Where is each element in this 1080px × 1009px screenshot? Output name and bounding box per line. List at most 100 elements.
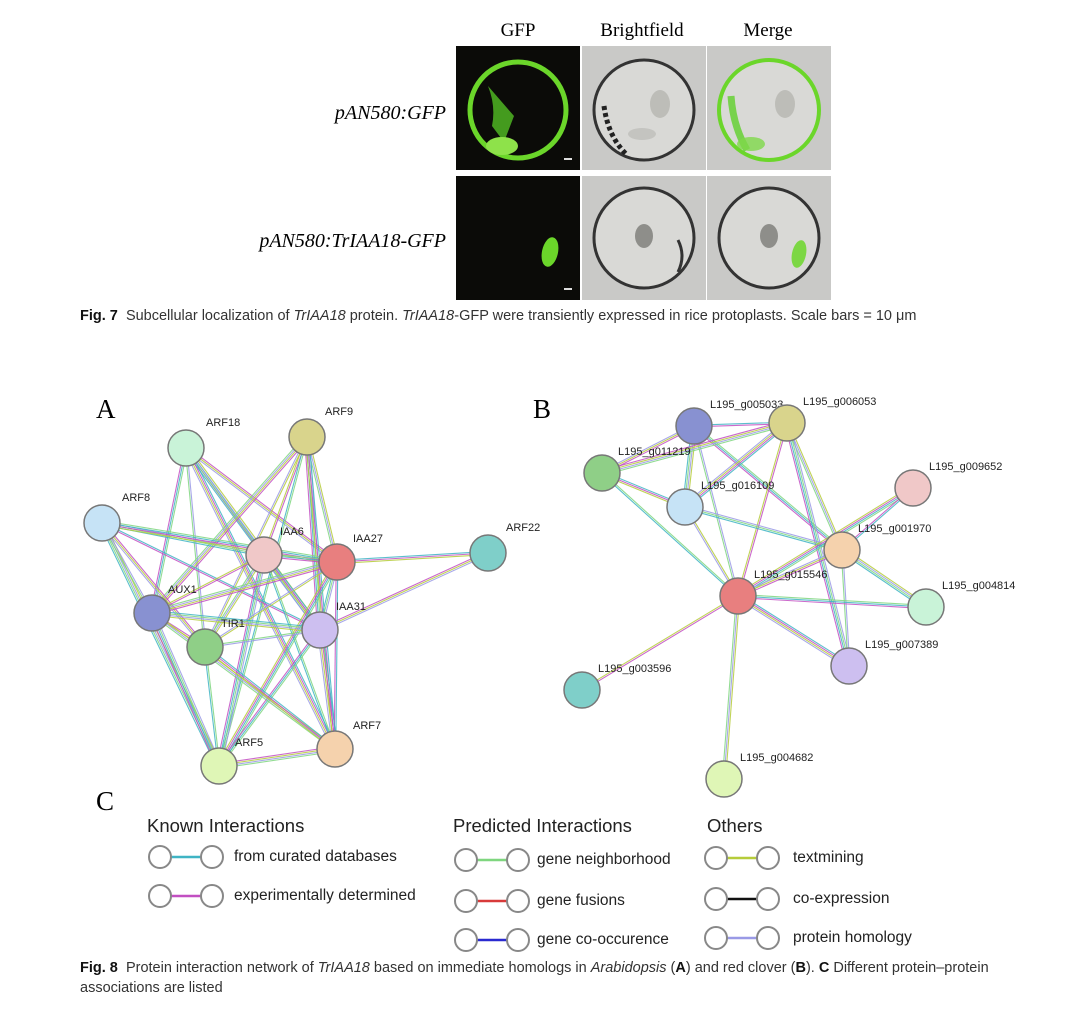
legend-node-swatch bbox=[704, 887, 728, 911]
legend-swatches bbox=[148, 845, 780, 952]
interaction-edge bbox=[721, 595, 737, 779]
interaction-edge bbox=[683, 420, 786, 506]
protein-node-label: L195_g004814 bbox=[942, 580, 1015, 592]
fig8-caption-gene: TrIAA18 bbox=[317, 960, 370, 976]
interaction-edge bbox=[842, 549, 851, 666]
legend-label-protein-homology: protein homology bbox=[793, 929, 912, 946]
protein-node bbox=[768, 404, 806, 442]
panel-letter-c: C bbox=[96, 786, 115, 816]
legend-group-title-predicted: Predicted Interactions bbox=[453, 815, 632, 836]
interaction-edge bbox=[737, 597, 926, 610]
interaction-edge bbox=[738, 593, 927, 606]
interaction-edge bbox=[150, 613, 219, 767]
interaction-edge bbox=[100, 523, 205, 649]
interaction-edge bbox=[150, 613, 335, 751]
fig7-caption-gene: TrIAA18 bbox=[402, 308, 455, 324]
interaction-edge bbox=[204, 646, 336, 750]
protein-node-label: TIR1 bbox=[221, 618, 245, 630]
interaction-edge bbox=[152, 563, 338, 616]
legend-node-swatch bbox=[148, 884, 172, 908]
protein-node bbox=[907, 588, 945, 626]
fig7-caption-label: Fig. 7 bbox=[80, 308, 118, 324]
network-panel-a: ARF18ARF9ARF8IAA6IAA27ARF22AUX1TIR1IAA31… bbox=[83, 406, 540, 785]
interaction-edge bbox=[694, 425, 740, 596]
interaction-edge bbox=[785, 423, 842, 551]
interaction-edge bbox=[738, 594, 850, 666]
protein-node-label: L195_g009652 bbox=[929, 461, 1002, 473]
fig8-caption-species: Arabidopsis bbox=[590, 960, 667, 976]
micrograph-gfp-triaa18 bbox=[456, 176, 580, 300]
interaction-edge bbox=[102, 521, 207, 647]
interaction-edge bbox=[320, 629, 337, 749]
protein-node bbox=[186, 628, 224, 666]
legend-node-swatch bbox=[506, 848, 530, 872]
interaction-edge bbox=[694, 424, 844, 550]
protein-node bbox=[133, 594, 171, 632]
interaction-edge bbox=[102, 521, 338, 562]
interaction-edge bbox=[320, 553, 489, 632]
interaction-edge bbox=[218, 746, 335, 765]
interaction-edge bbox=[152, 610, 321, 629]
protein-node-label: L195_g001970 bbox=[858, 523, 931, 535]
legend-node-swatch bbox=[756, 887, 780, 911]
protein-node-label: ARF18 bbox=[206, 417, 240, 429]
interaction-edge bbox=[101, 522, 206, 648]
interaction-edge bbox=[152, 555, 265, 615]
fig8-caption-ref: C bbox=[818, 960, 830, 976]
column-header-brightfield: Brightfield bbox=[600, 20, 684, 41]
interaction-edge bbox=[736, 597, 849, 669]
fig7-caption-text: Subcellular localization of bbox=[125, 308, 294, 324]
protein-node-label: L195_g005033 bbox=[710, 399, 783, 411]
legend-node-swatch bbox=[506, 889, 530, 913]
legend-node-swatch bbox=[454, 848, 478, 872]
interaction-edge bbox=[840, 550, 849, 667]
interaction-edge bbox=[219, 750, 336, 769]
protein-node-label: IAA27 bbox=[353, 533, 383, 545]
interaction-edge bbox=[152, 437, 309, 614]
fig8-caption-ref: A bbox=[675, 960, 686, 976]
micrograph-merge-control bbox=[707, 46, 831, 170]
interaction-edge bbox=[101, 523, 320, 632]
interaction-edge bbox=[151, 614, 320, 633]
legend-node-swatch bbox=[148, 845, 172, 869]
protein-node-label: L195_g011219 bbox=[618, 446, 691, 458]
interaction-edge bbox=[153, 611, 222, 766]
fig7-caption-text: -GFP were transiently expressed in rice … bbox=[454, 308, 917, 324]
protein-node-label: AUX1 bbox=[168, 584, 197, 596]
interaction-edge bbox=[737, 486, 913, 596]
legend-label-gene-fusions: gene fusions bbox=[537, 892, 625, 909]
column-header-gfp: GFP bbox=[500, 20, 536, 41]
fig7-caption-gene: TrIAA18 bbox=[293, 308, 346, 324]
fig8-caption-text: based on immediate homologs in bbox=[369, 960, 591, 976]
protein-node bbox=[200, 747, 238, 785]
interaction-edge bbox=[737, 595, 927, 608]
legend-label-experimentally-determined: experimentally determined bbox=[234, 887, 416, 904]
interaction-edge bbox=[149, 435, 306, 612]
interaction-edge bbox=[738, 423, 789, 597]
interaction-edge bbox=[684, 506, 843, 551]
interaction-edge bbox=[264, 554, 337, 749]
interaction-edge bbox=[218, 747, 335, 766]
interaction-edge bbox=[601, 421, 787, 473]
panel-letter-b: B bbox=[533, 394, 552, 424]
protein-node bbox=[675, 407, 713, 445]
interaction-edge bbox=[204, 560, 337, 647]
protein-node-label: ARF7 bbox=[353, 720, 381, 732]
protein-node-label: L195_g004682 bbox=[740, 752, 813, 764]
interaction-edge bbox=[183, 448, 334, 751]
interaction-edge bbox=[149, 613, 218, 768]
interaction-edge bbox=[686, 424, 789, 510]
micrograph-brightfield-control bbox=[582, 46, 706, 170]
interaction-edge bbox=[151, 612, 336, 750]
protein-node-label: ARF5 bbox=[235, 737, 263, 749]
interaction-edge bbox=[333, 561, 337, 749]
row-label-pan580-triaa18-gfp: pAN580:TrIAA18-GFP bbox=[259, 230, 446, 252]
interaction-edge bbox=[723, 595, 739, 780]
interaction-edge bbox=[204, 628, 320, 647]
interaction-edge bbox=[692, 426, 738, 597]
row-label-pan580-gfp: pAN580:GFP bbox=[334, 102, 446, 124]
legend-label-textmining: textmining bbox=[793, 849, 864, 866]
protein-node-label: IAA6 bbox=[280, 526, 304, 538]
interaction-edge bbox=[219, 749, 336, 768]
interaction-edge bbox=[685, 504, 843, 549]
